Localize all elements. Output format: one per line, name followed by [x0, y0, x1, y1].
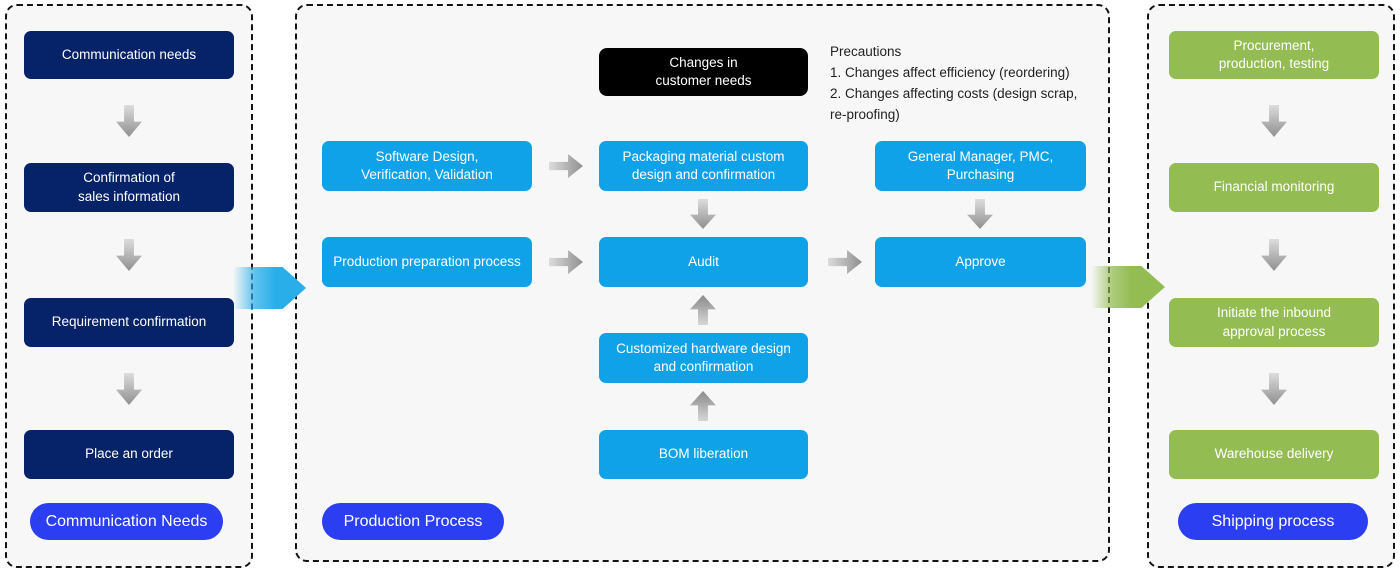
shipping-process-panel	[1147, 4, 1395, 568]
step-place-an-order: Place an order	[24, 430, 234, 479]
customized-hardware-box: Customized hardware design and confirmat…	[599, 333, 808, 383]
communication-needs-panel	[5, 4, 253, 568]
software-design-box: Software Design, Verification, Validatio…	[322, 141, 532, 191]
precautions-note: Precautions 1. Changes affect efficiency…	[830, 44, 1078, 122]
bom-liberation-box: BOM liberation	[599, 430, 808, 479]
step-warehouse-delivery: Warehouse delivery	[1169, 430, 1379, 479]
shipping-process-badge: Shipping process	[1178, 503, 1368, 540]
step-financial-monitoring: Financial monitoring	[1169, 163, 1379, 212]
step-confirmation-sales-info: Confirmation of sales information	[24, 163, 234, 212]
approve-box: Approve	[875, 237, 1086, 287]
production-process-badge: Production Process	[322, 503, 504, 540]
general-manager-box: General Manager, PMC, Purchasing	[875, 141, 1086, 191]
step-communication-needs: Communication needs	[24, 31, 234, 79]
step-initiate-inbound-approval: Initiate the inbound approval process	[1169, 298, 1379, 347]
step-procurement-production-testing: Procurement, production, testing	[1169, 31, 1379, 79]
step-requirement-confirmation: Requirement confirmation	[24, 298, 234, 347]
changes-in-customer-needs-box: Changes in customer needs	[599, 48, 808, 96]
packaging-material-box: Packaging material custom design and con…	[599, 141, 808, 191]
communication-needs-badge: Communication Needs	[30, 503, 223, 540]
audit-box: Audit	[599, 237, 808, 287]
production-preparation-box: Production preparation process	[322, 237, 532, 287]
